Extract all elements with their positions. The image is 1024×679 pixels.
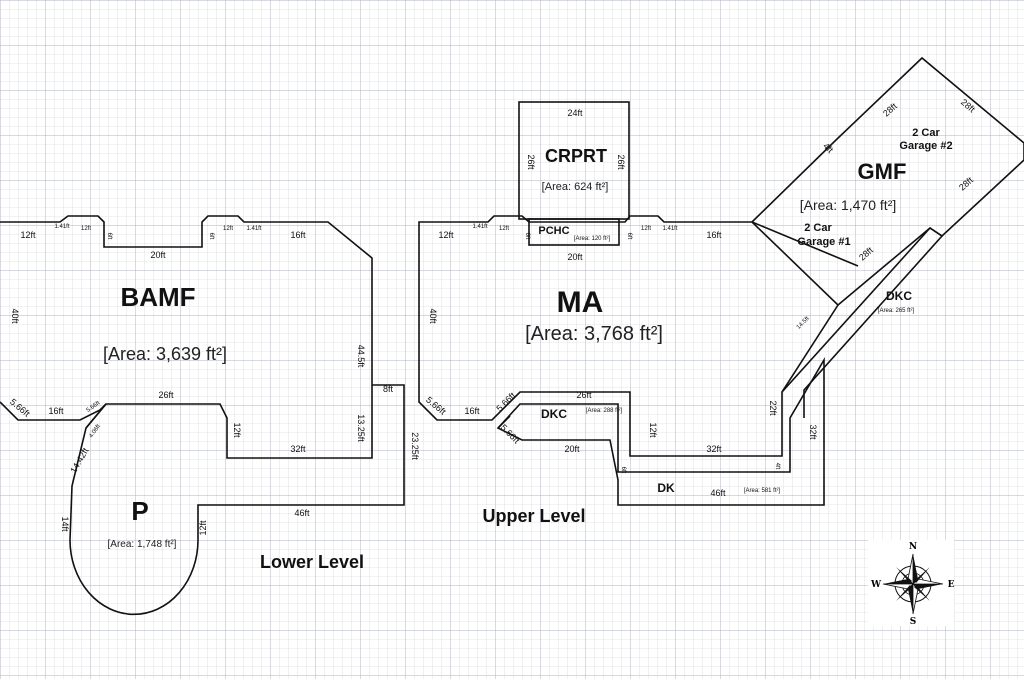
dim-bamf-right: 44.5ft <box>356 345 366 368</box>
gmf-area: [Area: 1,470 ft²] <box>800 197 897 213</box>
garage2-line2: Garage #2 <box>899 140 952 152</box>
dim-patio-bottom: 46ft <box>294 508 310 518</box>
dk-area: [Area: 581 ft²] <box>744 488 781 494</box>
dim-bamf-bottom-left: 16ft <box>48 406 64 416</box>
dim-ma-bottom-left: 16ft <box>464 406 480 416</box>
patio-walls <box>69 384 405 616</box>
dim-ma-top-right: 16ft <box>706 230 722 240</box>
dim-ma-right-drop: 22ft <box>768 400 778 416</box>
dim-ma-d5: 12ft <box>641 226 651 232</box>
bamf-name: BAMF <box>120 282 195 312</box>
compass-e-label: E <box>948 580 955 590</box>
dkc-right-name: DKC <box>886 289 912 303</box>
dim-deck-bottom-top: 20ft <box>564 444 580 454</box>
dim-bamf-inner-bottom: 32ft <box>290 444 306 454</box>
deck-step <box>497 415 511 429</box>
pchc-area: [Area: 120 ft²] <box>574 236 611 242</box>
dim-crprt-right: 26ft <box>616 154 626 170</box>
dim-deck-small: 6ft <box>620 467 626 474</box>
dim-bamf-inner-top: 26ft <box>158 390 174 400</box>
dkc-lower-area: [Area: 288 ft²] <box>586 408 623 414</box>
dim-ma-d1: 1.41ft <box>472 224 487 230</box>
gmf-name: GMF <box>858 159 907 184</box>
garage1-line2: Garage #1 <box>797 236 850 248</box>
dim-ma-inner-step: 12ft <box>648 422 658 438</box>
crprt-name: CRPRT <box>545 146 607 166</box>
deck-walls <box>496 357 825 506</box>
garage1-line1: 2 Car <box>804 222 832 234</box>
dim-deck-right: 32ft <box>808 424 818 440</box>
dim-crprt-top: 24ft <box>567 108 583 118</box>
crprt-dimensions: 24ft 26ft 26ft <box>526 108 626 170</box>
dim-patio-step: 8ft <box>383 384 394 394</box>
compass-w-label: W <box>870 580 882 590</box>
compass-star-icon <box>882 553 944 615</box>
dim-bamf-d2: 12ft <box>81 226 91 232</box>
ma-name: MA <box>557 286 604 319</box>
upper-level-plan <box>418 56 1024 506</box>
patio-diag-wall <box>85 403 107 429</box>
dim-bamf-left: 40ft <box>10 308 20 324</box>
dim-patio-right-outer: 23.25ft <box>410 432 420 460</box>
dim-bamf-inner-step: 12ft <box>232 422 242 438</box>
dkc-lower-name: DKC <box>541 407 567 421</box>
dim-ma-inner-top: 26ft <box>576 390 592 400</box>
dim-bamf-d1: 1.41ft <box>54 224 69 230</box>
compass-n-label: N <box>909 542 917 552</box>
dim-ma-d6: 1.41ft <box>662 226 677 232</box>
dim-ma-d4: 6ft <box>626 233 632 240</box>
dim-bamf-d4: 6ft <box>208 233 214 240</box>
compass-s-label: S <box>910 617 917 627</box>
pchc-walls <box>528 218 620 246</box>
crprt-area: [Area: 624 ft²] <box>542 181 609 193</box>
dim-bamf-inner-right: 13.25ft <box>356 414 366 442</box>
dkc-right-area: [Area: 265 ft²] <box>878 308 915 314</box>
dim-ma-d3: 6ft <box>524 233 530 240</box>
patio-name: P <box>131 496 148 526</box>
dkc-walkway-walls <box>781 226 944 418</box>
dim-bamf-top-right: 16ft <box>290 230 306 240</box>
bamf-area: [Area: 3,639 ft²] <box>103 344 227 364</box>
ma-area: [Area: 3,768 ft²] <box>525 323 663 345</box>
lower-level-label: Lower Level <box>260 552 364 572</box>
dim-crprt-left: 26ft <box>526 154 536 170</box>
compass-rose: N S E W <box>868 540 955 627</box>
patio-area: [Area: 1,748 ft²] <box>108 539 177 550</box>
dim-deck-bottom: 46ft <box>710 488 726 498</box>
dim-ma-inner-bottom: 32ft <box>706 444 722 454</box>
dim-ma-mid-top: 20ft <box>567 252 583 262</box>
dim-patio-left: 14ft <box>60 516 70 532</box>
dim-bamf-mid-top: 20ft <box>150 250 166 260</box>
dim-ma-inner-step2: 4ft <box>774 463 780 470</box>
garage2-line1: 2 Car <box>912 127 940 139</box>
dim-ma-d2: 12ft <box>499 226 509 232</box>
dim-bamf-d3: 6ft <box>106 233 112 240</box>
gmf-divider <box>751 221 859 267</box>
pchc-name: PCHC <box>538 225 569 237</box>
dim-patio-right: 12ft <box>198 520 208 536</box>
dim-bamf-d6: 1.41ft <box>246 226 261 232</box>
dim-ma-left: 40ft <box>428 308 438 324</box>
upper-level-label: Upper Level <box>482 506 585 526</box>
dim-bamf-top-left: 12ft <box>20 230 36 240</box>
dk-name: DK <box>657 481 675 495</box>
dim-ma-top-left: 12ft <box>438 230 454 240</box>
lower-level-plan <box>0 215 405 616</box>
dim-bamf-d5: 12ft <box>223 226 233 232</box>
